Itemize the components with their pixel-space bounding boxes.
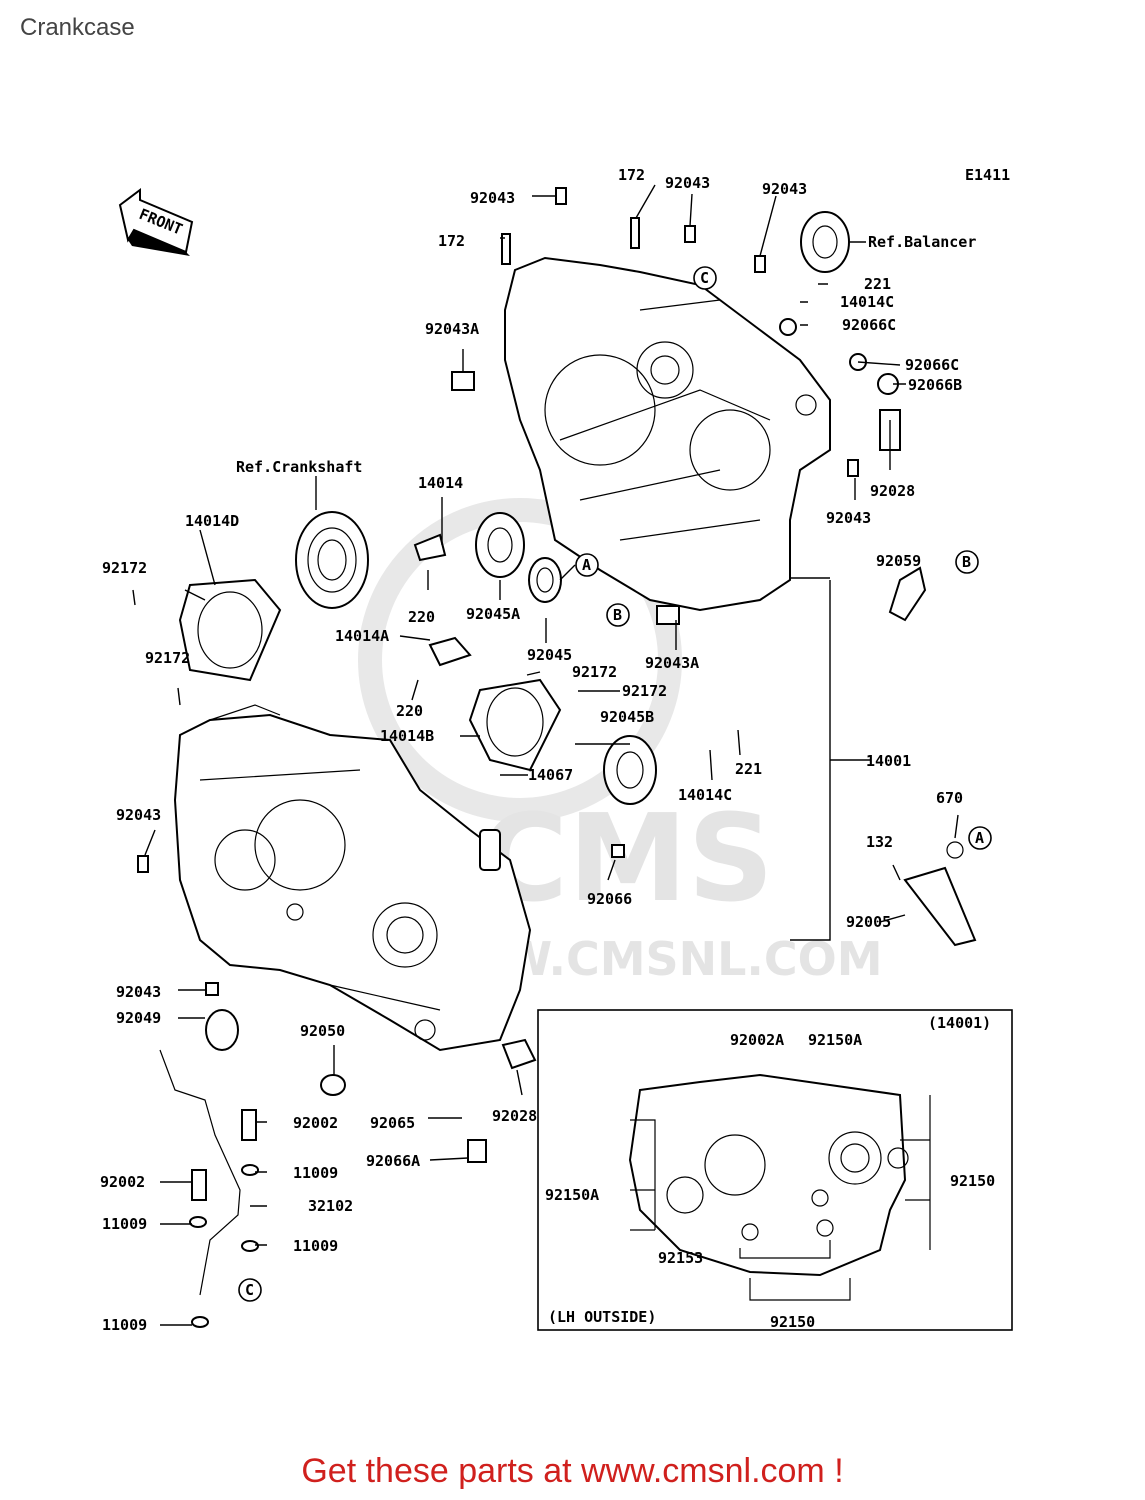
part-label: 220 [408, 608, 435, 626]
part-label: 92150A [545, 1186, 599, 1204]
part-label: 172 [438, 232, 465, 250]
bearing-92045a [475, 512, 525, 578]
front-arrow-icon: FRONT [118, 188, 194, 256]
right-crankcase-half [504, 256, 831, 612]
footer-promo-text: Get these parts at www.cmsnl.com ! [301, 1452, 844, 1490]
part-label: 11009 [293, 1164, 338, 1182]
part-label: 92005 [846, 913, 891, 931]
part-label: (LH OUTSIDE) [548, 1308, 656, 1326]
part-label: 92043 [116, 806, 161, 824]
part-label: 92043 [470, 189, 515, 207]
part-label: 92066C [905, 356, 959, 374]
part-label: 92002A [730, 1031, 784, 1049]
svg-text:A: A [582, 556, 591, 574]
bearing-92045b [603, 735, 657, 805]
inset-lh-outside [537, 1009, 1013, 1331]
svg-text:B: B [613, 606, 622, 624]
part-label: 221 [735, 760, 762, 778]
part-label: 14014A [335, 627, 389, 645]
part-label: 92065 [370, 1114, 415, 1132]
part-label: 92172 [572, 663, 617, 681]
callout-c: C C [238, 266, 717, 1302]
part-label: 92045B [600, 708, 654, 726]
part-label: 14014B [380, 727, 434, 745]
part-label: (14001) [928, 1014, 991, 1032]
part-label: 92066 [587, 890, 632, 908]
part-label: 92066A [366, 1152, 420, 1170]
svg-text:C: C [700, 269, 709, 287]
part-label: 172 [618, 166, 645, 184]
part-label: 92150 [770, 1313, 815, 1331]
part-label: 92043 [116, 983, 161, 1001]
part-label: 92050 [300, 1022, 345, 1040]
small-parts [159, 318, 977, 1328]
part-label: 92059 [876, 552, 921, 570]
part-label: 92150 [950, 1172, 995, 1190]
part-label: 11009 [102, 1316, 147, 1334]
figure-code: E1411 [965, 166, 1010, 184]
crankshaft-bearing [295, 511, 369, 609]
part-label: 220 [396, 702, 423, 720]
callout-b: B B [606, 550, 979, 627]
plate-14014d [178, 578, 282, 682]
left-crankcase-half [173, 704, 532, 1052]
plate-14014b [468, 678, 562, 772]
part-label: 92049 [116, 1009, 161, 1027]
part-label: Ref.Crankshaft [236, 458, 362, 476]
balancer-bearing [800, 211, 850, 273]
part-label: 11009 [102, 1215, 147, 1233]
svg-text:B: B [962, 553, 971, 571]
svg-text:A: A [975, 829, 984, 847]
part-label: 92172 [102, 559, 147, 577]
part-label: 92172 [145, 649, 190, 667]
part-label: 92043 [762, 180, 807, 198]
part-label: 92043A [645, 654, 699, 672]
dowel-pins [137, 187, 859, 996]
leader-lines [132, 184, 959, 1326]
part-label: 221 [864, 275, 891, 293]
part-label: 670 [936, 789, 963, 807]
svg-text:C: C [245, 1281, 254, 1299]
part-label: 92066C [842, 316, 896, 334]
part-label: 92002 [293, 1114, 338, 1132]
part-label: 14001 [866, 752, 911, 770]
page-title: Crankcase [20, 14, 135, 41]
part-label: 32102 [308, 1197, 353, 1215]
part-label: 14014 [418, 474, 463, 492]
part-label: 14014C [840, 293, 894, 311]
part-label: 14014C [678, 786, 732, 804]
part-label: 92150A [808, 1031, 862, 1049]
part-label: 92045A [466, 605, 520, 623]
part-label: 92172 [622, 682, 667, 700]
part-label: 92153 [658, 1249, 703, 1267]
part-label: 92043A [425, 320, 479, 338]
part-label: 92043 [665, 174, 710, 192]
seal-92045 [528, 557, 562, 603]
part-label: 92002 [100, 1173, 145, 1191]
watermark: CMS WWW.CMSNL.COM [358, 498, 883, 986]
part-label: 92028 [870, 482, 915, 500]
part-label: 14014D [185, 512, 239, 530]
part-label: 92045 [527, 646, 572, 664]
part-label: 92066B [908, 376, 962, 394]
callout-a: A A [575, 553, 992, 850]
watermark-brand: CMS [480, 790, 774, 929]
part-label: Ref.Balancer [868, 233, 976, 251]
part-label: 92043 [826, 509, 871, 527]
part-label: 132 [866, 833, 893, 851]
part-label: 14067 [528, 766, 573, 784]
part-label: 92028 [492, 1107, 537, 1125]
part-labels: E1411 92043 172 92043 92043 172 Ref.Bala… [100, 166, 1010, 1334]
part-label: 11009 [293, 1237, 338, 1255]
